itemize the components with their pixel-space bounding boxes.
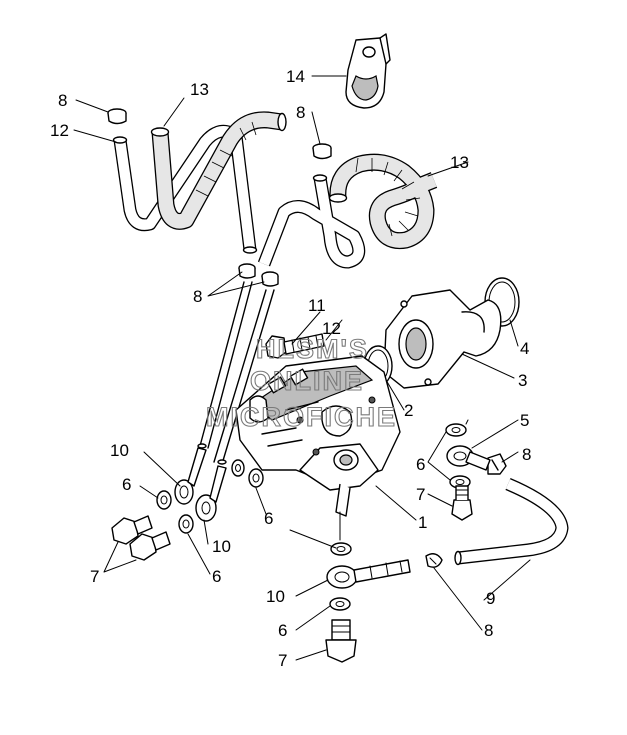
callout-6-left: 6	[122, 475, 131, 494]
clamp-8-topleft	[107, 108, 127, 125]
hose-9	[454, 478, 569, 566]
banjo-10-bottom	[326, 559, 411, 589]
callout-10-lower: 10	[212, 537, 231, 556]
banjo-10-upper	[174, 443, 207, 505]
bolt-7-left-a	[111, 515, 153, 545]
callout-10-upper: 10	[110, 441, 129, 460]
clamp-8-right	[487, 453, 507, 475]
washer-6-right	[445, 423, 471, 489]
callout-9: 9	[486, 589, 495, 608]
washer-6-bottom	[329, 597, 351, 611]
hose-13-left	[150, 111, 287, 230]
callout-5: 5	[520, 411, 529, 430]
callout-7-bottom: 7	[278, 651, 287, 670]
callout-12-right: 12	[322, 319, 341, 338]
callout-8-bottom: 8	[484, 621, 493, 640]
part-1-oil-pump	[235, 355, 401, 517]
clamp-8-top	[312, 143, 332, 160]
callout-2: 2	[404, 401, 413, 420]
watermark-line2: ONLINE	[250, 366, 364, 396]
callout-8-pair: 8	[193, 287, 202, 306]
clamp-8-bottom	[425, 553, 443, 568]
callout-1: 1	[418, 513, 427, 532]
hose-13-right	[328, 153, 438, 250]
callout-12-left: 12	[50, 121, 69, 140]
clamp-8-pair	[238, 263, 279, 287]
banjo-5	[446, 445, 491, 471]
callout-3: 3	[518, 371, 527, 390]
washer-6-pump	[231, 459, 264, 488]
bolt-7-bottom	[325, 619, 357, 663]
callout-6-lower: 6	[212, 567, 221, 586]
callout-4: 4	[520, 339, 529, 358]
callout-8-topleft: 8	[58, 91, 67, 110]
bolt-7-right	[451, 485, 473, 521]
callout-13-left: 13	[190, 80, 209, 99]
bolt-7-left-b	[129, 531, 171, 561]
washer-6-left1	[156, 490, 172, 510]
callout-6-right: 6	[416, 455, 425, 474]
watermark-line3: MICROFICHE	[206, 402, 397, 432]
washer-6-center	[330, 542, 352, 556]
part-3-housing	[383, 289, 502, 389]
callout-labels: 14 8 13 12 8 13 8 11 12 4 3 2 5 10 6 8 6…	[50, 67, 531, 670]
hose-12-left	[112, 124, 258, 254]
callout-13-right: 13	[450, 153, 469, 172]
washer-6-left2	[178, 514, 194, 534]
oil-lines	[199, 281, 275, 465]
callout-6-pump: 6	[264, 509, 273, 528]
callout-6-bottom: 6	[278, 621, 287, 640]
watermark: HLSM'S ONLINE MICROFICHE	[205, 333, 397, 432]
callout-7-left: 7	[90, 567, 99, 586]
watermark-line1: HLSM'S	[256, 334, 369, 364]
callout-8-top: 8	[296, 103, 305, 122]
bolt-11	[265, 333, 325, 359]
callout-11: 11	[308, 296, 326, 315]
callout-7-right: 7	[416, 485, 425, 504]
callout-14: 14	[286, 67, 305, 86]
part-14-bracket	[345, 33, 391, 109]
callout-8-right: 8	[522, 445, 531, 464]
callout-10-bottom: 10	[266, 587, 285, 606]
banjo-10-lower	[195, 459, 227, 522]
hose-12-right	[257, 174, 366, 269]
leader-lines	[73, 75, 531, 661]
